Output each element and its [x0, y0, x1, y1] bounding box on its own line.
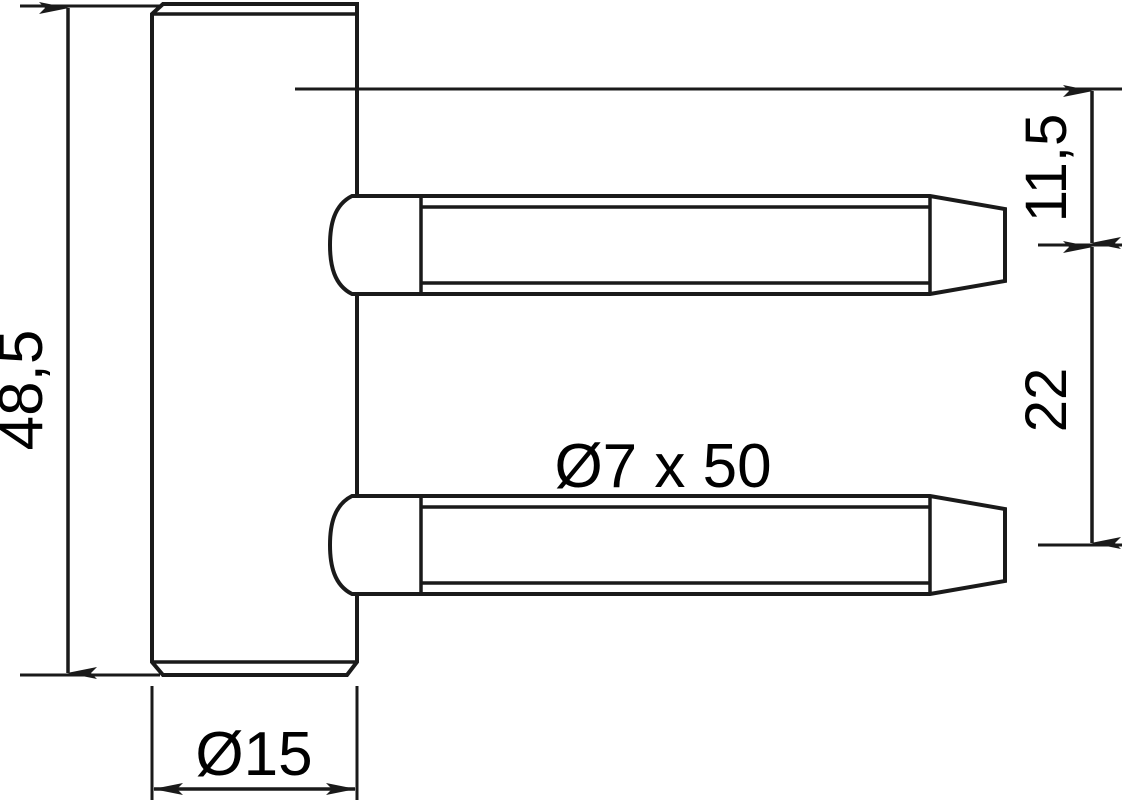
upper-pin: [327, 194, 1007, 296]
dimension-overall-height: 48,5: [0, 2, 97, 679]
upper-pin-outline: [327, 194, 1007, 296]
dimension-label-overall-height: 48,5: [0, 330, 56, 451]
dimension-pin-spacing: 22: [1014, 241, 1121, 549]
dimension-label-pin-spacing: 22: [1014, 368, 1079, 433]
body-plate: [150, 1, 359, 677]
dimension-label-top-offset: 11,5: [1014, 114, 1079, 223]
lower-pin: [327, 494, 1007, 596]
dimension-plate-diameter: Ø15: [153, 720, 356, 795]
dimension-top-offset: 11,5: [1014, 85, 1121, 249]
body-plate-outline: [150, 1, 359, 677]
dimension-label-plate-diameter: Ø15: [195, 720, 312, 789]
dimension-label-pin-spec: Ø7 x 50: [554, 432, 771, 501]
dimension-pin-spec: Ø7 x 50: [554, 432, 771, 501]
lower-pin-outline: [327, 494, 1007, 596]
